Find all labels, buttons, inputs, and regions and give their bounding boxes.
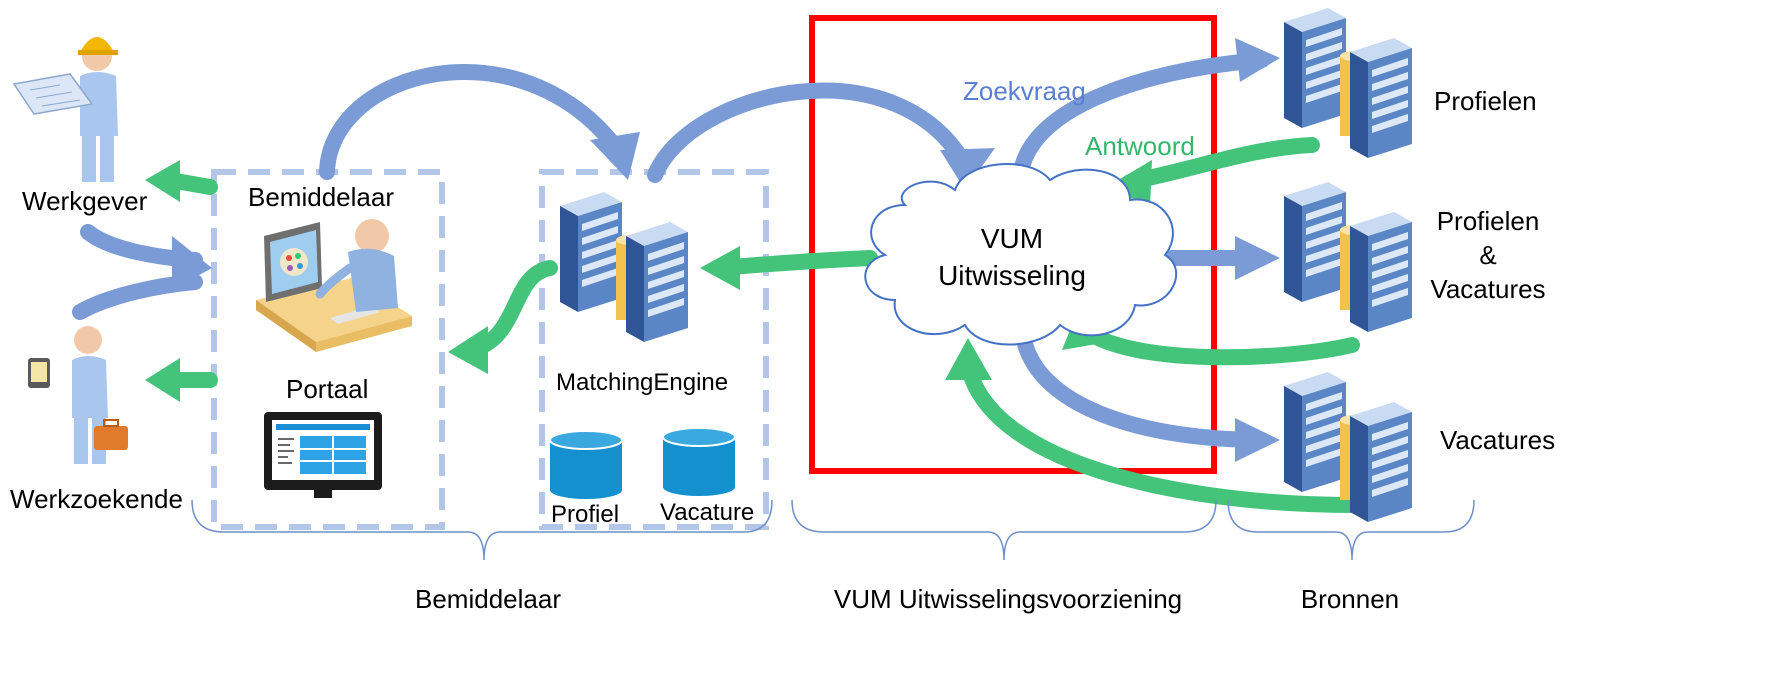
portaal-label: Portaal bbox=[286, 374, 368, 404]
vum-cloud bbox=[864, 163, 1178, 346]
source-pv-label-line3: Vacatures bbox=[1430, 274, 1545, 304]
section-label-bronnen: Bronnen bbox=[1301, 584, 1399, 614]
profiel-database-icon bbox=[549, 430, 623, 499]
section-label-bemiddelaar: Bemiddelaar bbox=[415, 584, 561, 614]
werkgever-label: Werkgever bbox=[22, 186, 148, 216]
zoekvraag-label: Zoekvraag bbox=[963, 76, 1086, 106]
brace-bronnen bbox=[1227, 499, 1475, 561]
cloud-label-line1: VUM bbox=[981, 223, 1043, 254]
arrow-profielen-to-cloud bbox=[1122, 137, 1320, 190]
db-vacature-label: Vacature bbox=[660, 499, 754, 526]
profielen-vacatures-server-icon bbox=[1284, 182, 1412, 332]
vacature-database-icon bbox=[662, 427, 736, 496]
source-pv-label-line1: Profielen bbox=[1437, 206, 1540, 236]
antwoord-label: Antwoord bbox=[1085, 131, 1195, 161]
bemiddelaar-box-title: Bemiddelaar bbox=[248, 182, 394, 212]
arrow-vacatures-to-cloud bbox=[960, 357, 1360, 513]
source-profielen-label: Profielen bbox=[1434, 86, 1537, 116]
matching-engine-label: MatchingEngine bbox=[556, 369, 728, 396]
profielen-server-icon bbox=[1284, 8, 1412, 158]
matching-engine-server-icon bbox=[560, 192, 688, 342]
werkgever-person-icon bbox=[12, 37, 118, 182]
arrow-bemiddelaar-to-matching bbox=[319, 64, 626, 180]
vum-highlight-box bbox=[809, 15, 1217, 474]
werkzoekende-person-icon bbox=[28, 326, 128, 464]
db-profiel-label: Profiel bbox=[551, 501, 619, 528]
brace-vum bbox=[791, 499, 1217, 561]
source-pv-label-line2: & bbox=[1479, 240, 1496, 270]
arrow-cloud-to-vacatures bbox=[1016, 332, 1270, 448]
section-braces bbox=[191, 499, 1475, 561]
section-label-vum: VUM Uitwisselingsvoorziening bbox=[834, 584, 1182, 614]
arrow-matching-to-cloud bbox=[647, 82, 976, 183]
portaal-monitor-icon bbox=[264, 412, 382, 498]
arrow-cloud-to-profielen bbox=[1012, 52, 1270, 191]
blue-arrowheads bbox=[172, 38, 1280, 462]
arrow-cloud-to-matching bbox=[712, 250, 878, 276]
brace-bemiddelaar bbox=[191, 499, 773, 561]
cloud-label-line2: Uitwisseling bbox=[938, 260, 1086, 291]
bemiddelaar-workstation-icon bbox=[256, 219, 412, 352]
source-vacatures-label: Vacatures bbox=[1440, 425, 1555, 455]
werkzoekende-label: Werkzoekende bbox=[10, 484, 183, 514]
